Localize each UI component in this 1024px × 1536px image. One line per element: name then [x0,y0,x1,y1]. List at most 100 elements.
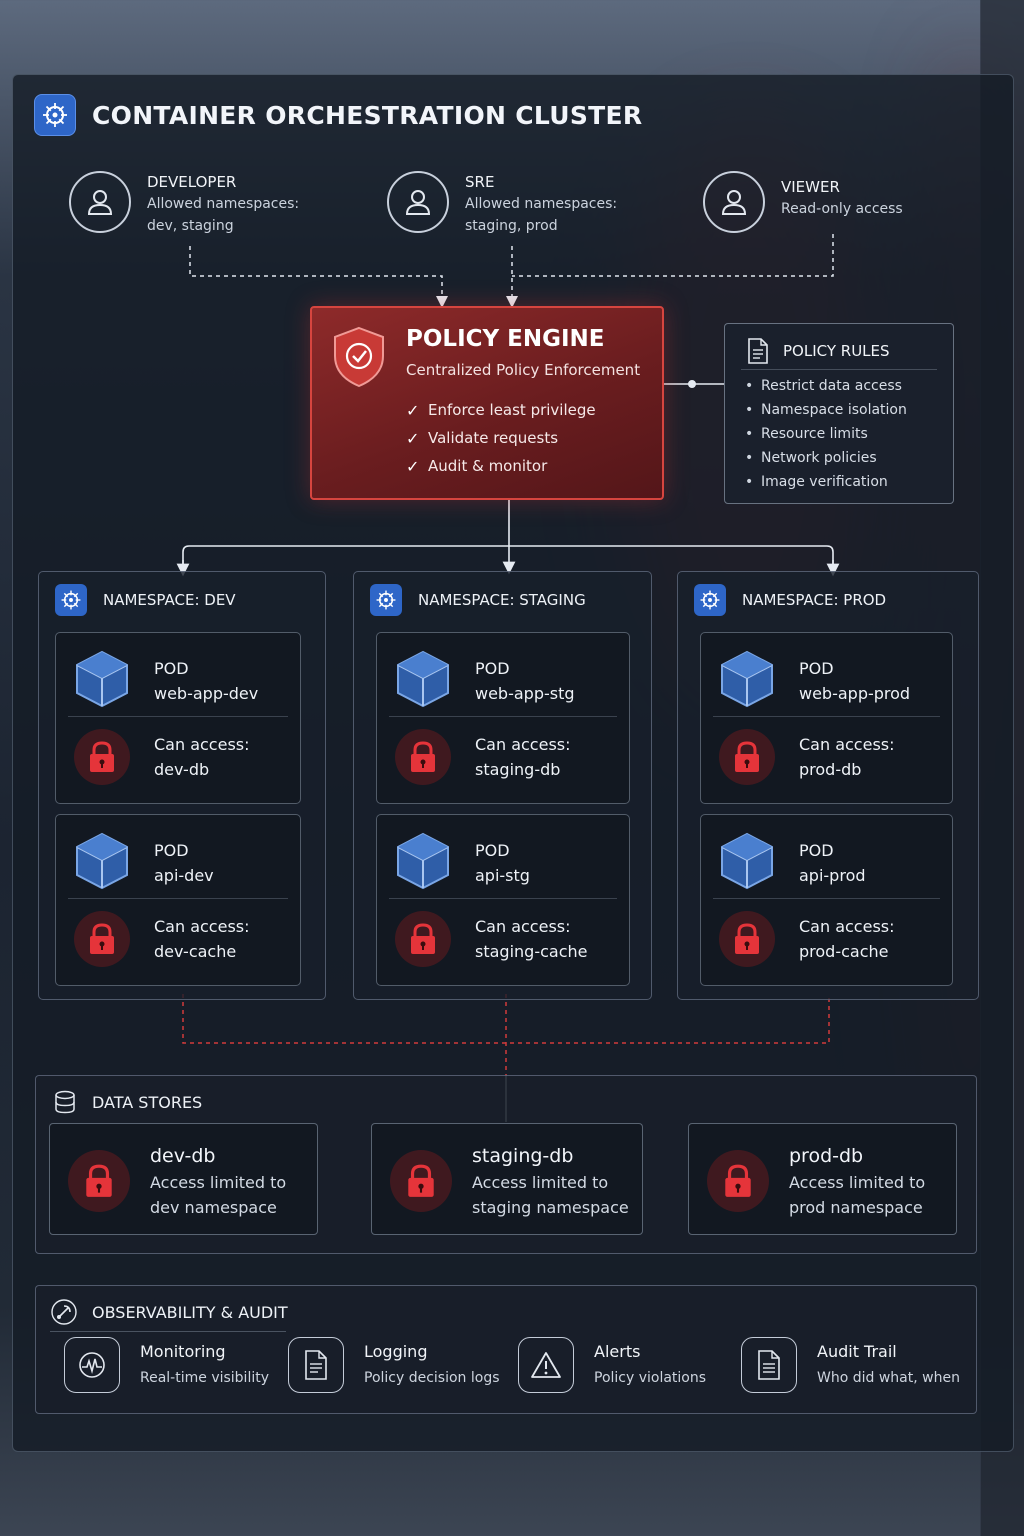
role-name: SRE [465,173,495,191]
policy-engine-item: ✓Enforce least privilege [406,396,596,424]
policy-rule-label: Namespace isolation [761,402,907,418]
namespace-title: NAMESPACE: PROD [742,591,887,609]
role-name: VIEWER [781,178,840,196]
developer-connector [189,246,448,308]
policy-engine-title: POLICY ENGINE [406,326,605,352]
divider [713,716,940,717]
divider [713,898,940,899]
satellite-icon [50,1298,78,1326]
data-store-desc: dev namespace [150,1198,277,1217]
divider [68,716,288,717]
policy-rules-title: POLICY RULES [783,342,890,360]
pod-name: api-stg [475,866,530,885]
engine-branch [182,545,834,568]
lock-icon [719,729,775,785]
data-store-name: prod-db [789,1145,864,1167]
policy-engine-item-label: Audit & monitor [428,457,548,475]
pod-card: POD api-prod Can access: prod-cache [700,814,953,986]
cluster-header: CONTAINER ORCHESTRATION CLUSTER [34,94,642,136]
data-store-desc: staging namespace [472,1198,629,1217]
cube-icon [719,831,775,895]
check-icon: ✓ [406,428,420,448]
warning-triangle-icon [518,1337,574,1393]
observability-name: Monitoring [140,1342,226,1361]
check-icon: ✓ [406,400,420,420]
policy-engine-subtitle: Centralized Policy Enforcement [406,361,641,379]
role-developer: DEVELOPER Allowed namespaces: dev, stagi… [69,171,299,237]
cube-icon [395,831,451,895]
document-icon [747,338,769,364]
access-target: staging-cache [475,942,588,961]
data-store-desc: Access limited to [150,1173,287,1192]
kubernetes-helm-icon [694,584,726,616]
divider [389,716,617,717]
policy-rule: •Resource limits [745,426,868,442]
lock-icon [74,911,130,967]
role-sre: SRE Allowed namespaces: staging, prod [387,171,617,237]
kubernetes-helm-icon [34,94,76,136]
pod-label: POD [799,841,834,860]
pod-card: POD api-stg Can access: staging-cache [376,814,630,986]
access-target: dev-db [154,760,210,779]
policy-rule: •Image verification [745,474,888,490]
policy-rule-label: Restrict data access [761,378,902,394]
access-target: staging-db [475,760,561,779]
user-icon [703,171,765,233]
pod-label: POD [475,841,510,860]
user-icon [69,171,131,233]
lock-icon [395,911,451,967]
pod-label: POD [475,659,510,678]
access-label: Can access: [154,735,250,754]
kubernetes-helm-icon [55,584,87,616]
pod-label: POD [799,659,834,678]
access-label: Can access: [154,917,250,936]
page-title: CONTAINER ORCHESTRATION CLUSTER [92,100,643,130]
lock-icon [719,911,775,967]
kubernetes-helm-icon [370,584,402,616]
observability-desc: Who did what, when [817,1370,960,1386]
lock-icon [707,1150,769,1212]
lock-icon [390,1150,452,1212]
access-target: prod-cache [799,942,889,961]
audit-document-icon [741,1337,797,1393]
policy-rule: •Namespace isolation [745,402,907,418]
data-store-name: staging-db [472,1145,574,1167]
policy-engine-box: POLICY ENGINE Centralized Policy Enforce… [310,306,664,500]
policy-engine-item: ✓Validate requests [406,424,596,452]
pod-name: api-prod [799,866,866,885]
policy-rule-label: Image verification [761,474,888,490]
lock-icon [395,729,451,785]
access-target: prod-db [799,760,862,779]
policy-rule: •Restrict data access [745,378,902,394]
access-label: Can access: [799,917,895,936]
namespace-title: NAMESPACE: STAGING [418,591,586,609]
data-store-desc: prod namespace [789,1198,923,1217]
policy-rule: •Network policies [745,450,877,466]
divider [741,369,937,370]
access-target: dev-cache [154,942,237,961]
data-store-desc: Access limited to [472,1173,609,1192]
namespace-header: NAMESPACE: PROD [694,584,886,616]
observability-title: OBSERVABILITY & AUDIT [92,1302,288,1322]
access-label: Can access: [475,917,571,936]
namespace-header: NAMESPACE: DEV [55,584,236,616]
observability-name: Logging [364,1342,428,1361]
cube-icon [719,649,775,713]
divider [50,1331,286,1332]
divider [389,898,617,899]
policy-rules-header: POLICY RULES [747,338,890,364]
check-icon: ✓ [406,456,420,476]
role-viewer: VIEWER Read-only access [703,171,903,233]
role-desc: Allowed namespaces: [465,196,618,212]
